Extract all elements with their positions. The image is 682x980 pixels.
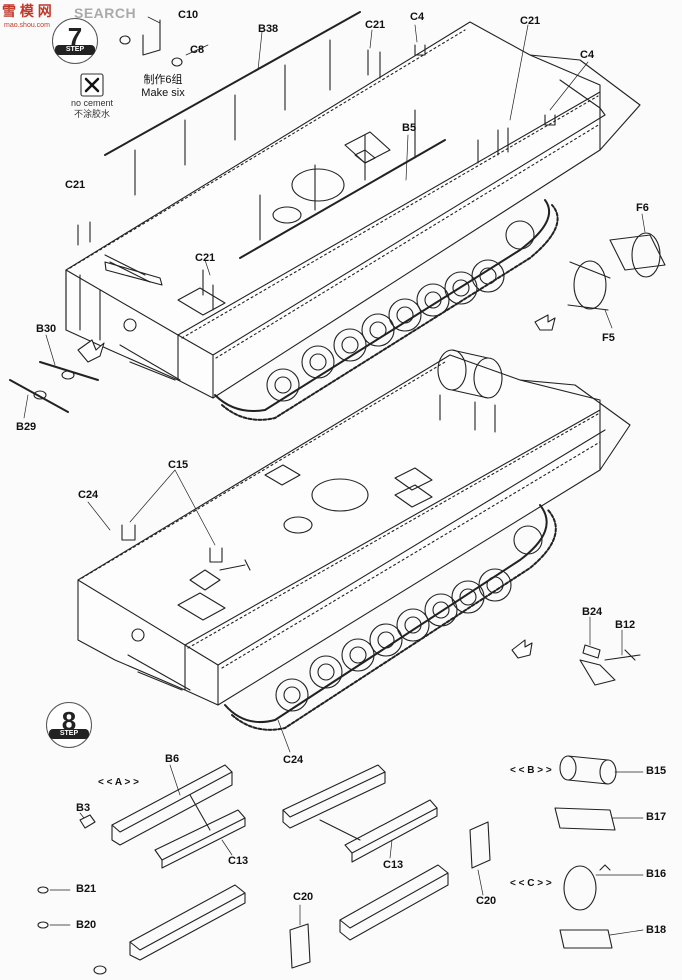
label-b21: B21 [76,883,97,895]
group-c-label: < < C > > [510,878,552,889]
label-c20: C20 [293,891,314,903]
subassembly-a [79,764,246,869]
no-cement-cn: 不涂胶水 [73,108,110,119]
label-c24: C24 [78,489,99,501]
label-b24: B24 [582,606,603,618]
label-c13: C13 [383,859,404,871]
handrail-parts [9,11,556,413]
label-c8: C8 [190,44,205,56]
subassembly-lower-middle [289,821,491,969]
label-b38: B38 [258,23,279,35]
label-b15: B15 [646,765,667,777]
make-six-cn: 制作6组 [143,74,183,86]
step-number: 8 [61,706,77,736]
label-c10: C10 [178,9,199,21]
label-c24: C24 [283,754,304,766]
no-cement-en: no cement [70,98,114,108]
label-b30: B30 [36,323,57,335]
label-c21: C21 [195,252,216,264]
label-b17: B17 [646,811,667,823]
label-b16: B16 [646,868,667,880]
label-b20: B20 [76,919,97,931]
make-six-en: Make six [141,87,185,100]
step-tag: STEP [55,45,95,55]
label-c4: C4 [410,11,425,23]
label-c21: C21 [365,19,386,31]
make-six-note: 制作6组 Make six [128,74,198,100]
upper-hull-drawing [65,21,641,421]
watermark-logo-cn: 雪 模 网 [2,3,52,19]
subassembly-c [559,864,613,949]
label-c21: C21 [520,15,541,27]
label-b29: B29 [16,421,37,433]
b24-b12-detail [579,644,641,686]
label-b6: B6 [165,753,180,765]
no-cement-note: no cement 不涂胶水 [62,98,122,120]
label-f5: F5 [602,332,615,344]
step-tag: STEP [49,729,89,739]
step-number: 7 [67,22,83,52]
label-c21: C21 [65,179,86,191]
label-c20: C20 [476,895,497,907]
label-c4: C4 [580,49,595,61]
step-7-badge: 7 STEP [52,18,98,64]
group-b-label: < < B > > [510,765,552,776]
label-b12: B12 [615,619,636,631]
group-a-label: < < A > > [98,777,139,788]
label-f6: F6 [636,202,649,214]
subassembly-lower-left [37,884,246,975]
subassembly-b [554,755,617,831]
subassembly-frame [282,764,438,863]
label-c15: C15 [168,459,189,471]
drum-parts [567,232,666,311]
step-8-badge: 8 STEP [46,702,92,748]
label-b5: B5 [402,122,417,134]
label-c13: C13 [228,855,249,867]
lower-hull-drawing [77,349,631,731]
label-b3: B3 [76,802,91,814]
watermark-url: mao.shou.com [4,22,50,29]
watermark-logo-en: SEARCH [74,5,137,21]
label-b18: B18 [646,924,667,936]
